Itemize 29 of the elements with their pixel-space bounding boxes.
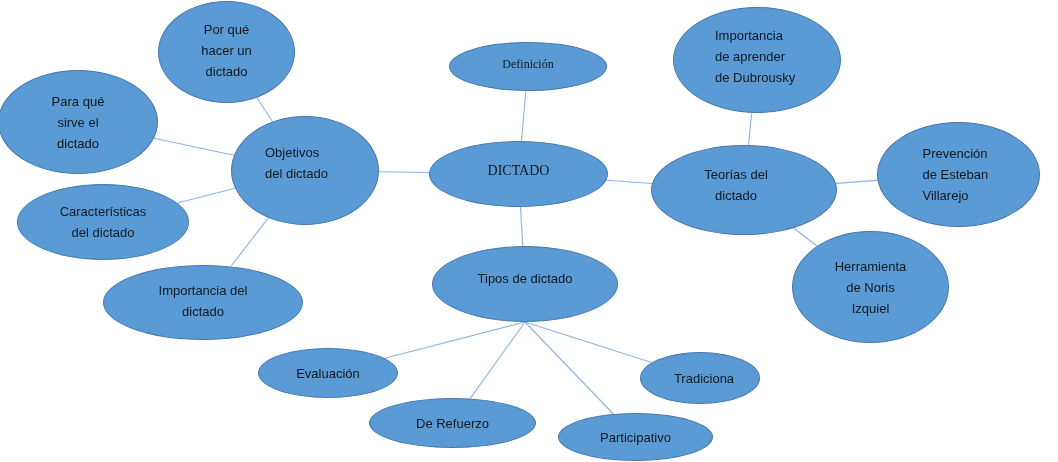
connector-line [469,321,526,400]
connector-line [176,187,236,204]
connector-line [153,137,235,156]
node-label: Prevención de Esteban Villarejo [922,145,990,205]
node-label: DICTADO [487,161,550,180]
node-label: Tradiciona [673,369,735,388]
connector-line [835,179,879,184]
node-label: Participativo [600,428,671,447]
node-label: Importancia del dictado [157,281,249,321]
node-label: Tipos de dictado [477,269,573,288]
node-label: Importancia de aprender de Dubrousky [715,26,797,87]
connector-line [519,206,524,247]
node-label: Evaluación [296,364,360,383]
connector-line [384,321,526,359]
node-label: Objetivos del dictado [265,143,329,183]
connector-line [747,112,753,146]
node-label: Por qué hacer un dictado [200,20,253,81]
node-label: Definición [502,56,554,73]
node-label: De Refuerzo [416,414,489,433]
node-label: Herramienta de Noris Izquiel [833,257,908,318]
connector-line [378,171,430,174]
connector-line [520,90,527,142]
node-label: Teorías del dictado [703,166,769,205]
node-label: Para qué sirve el dictado [50,92,106,153]
connector-line [524,321,653,364]
connector-line [524,321,614,415]
connector-line [793,227,818,247]
connector-line [256,97,274,123]
node-label: Características del dictado [58,203,148,242]
